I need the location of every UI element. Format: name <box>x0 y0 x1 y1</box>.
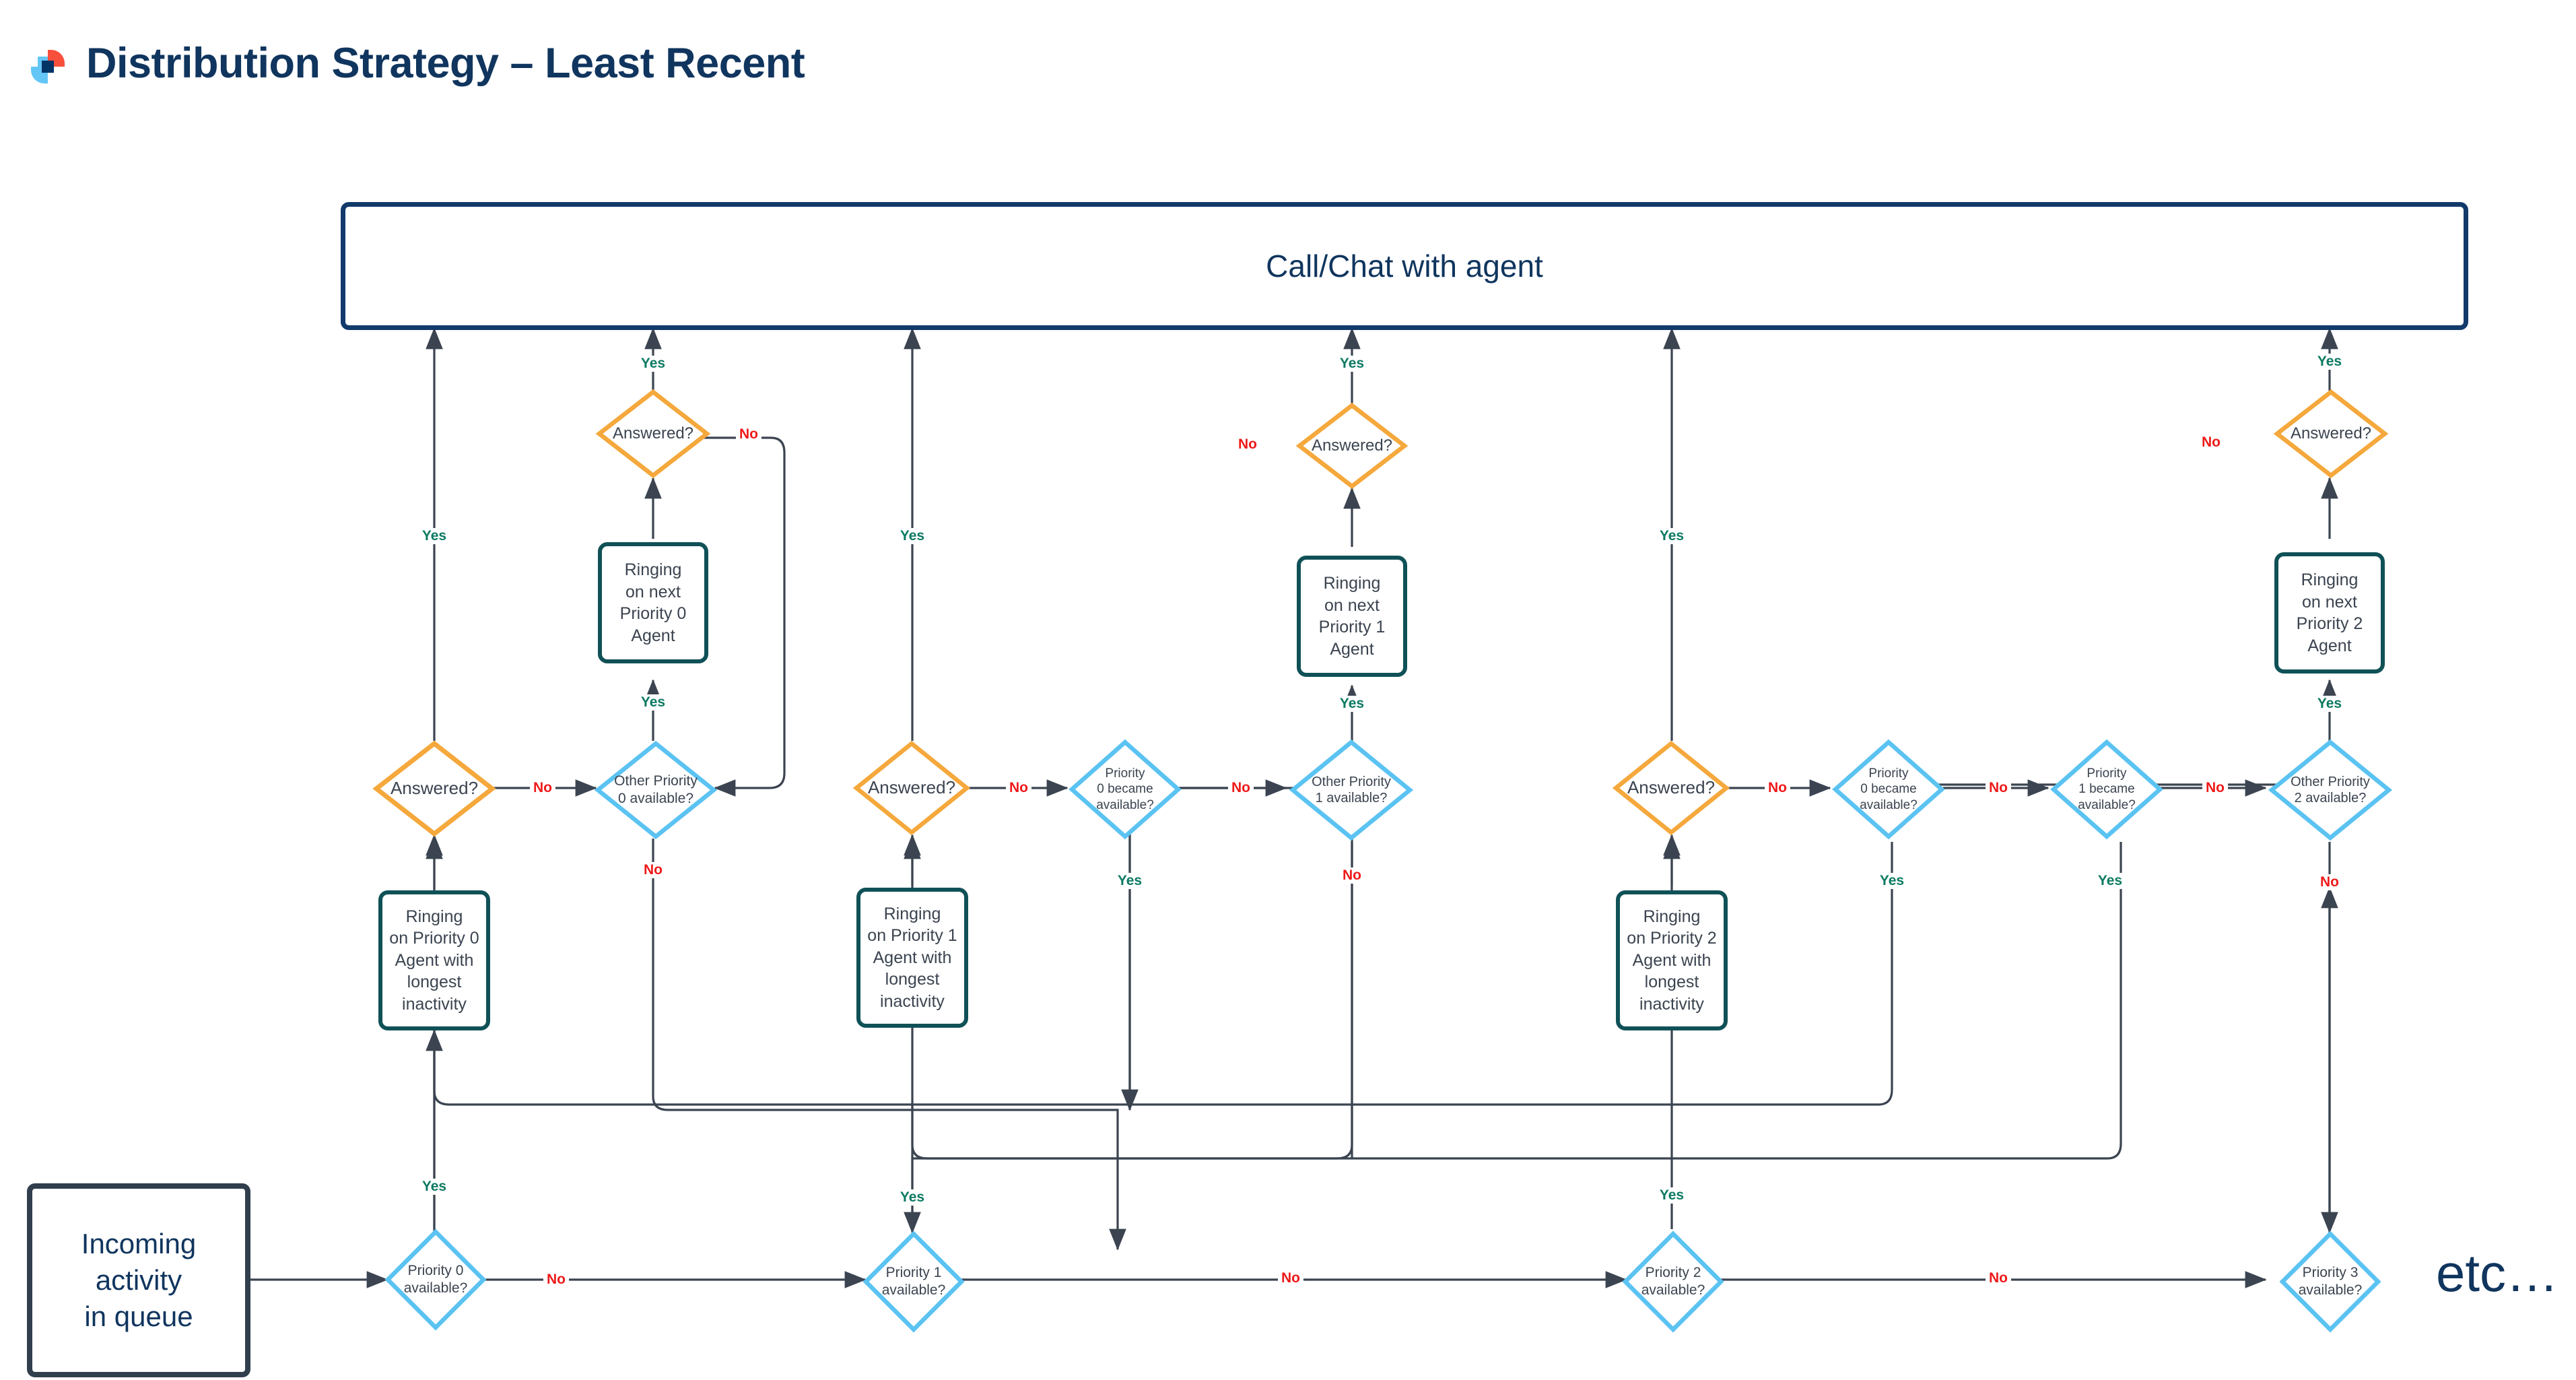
ringing-next-priority-1-box: Ringing on next Priority 1 Agent <box>1297 556 1407 677</box>
priority-3-available-decision: Priority 3 available? <box>2279 1230 2381 1333</box>
priority-3-available-label: Priority 3 available? <box>2298 1265 2363 1298</box>
answered-decision-0a-label: Answered? <box>390 778 479 799</box>
edge-label-answered-2a-no: No <box>1765 780 1790 796</box>
edge-label-p0-available-yes: Yes <box>418 1179 450 1195</box>
ringing-next-priority-1-label: Ringing on next Priority 1 Agent <box>1318 574 1386 659</box>
ringing-priority-1-longest-label: Ringing on Priority 1 Agent with longest… <box>867 904 957 1011</box>
edge-label-p1-available-yes: Yes <box>896 1189 928 1206</box>
incoming-activity-label: Incoming activity in queue <box>81 1228 197 1332</box>
edge-label-answered-2a-yes: Yes <box>1656 528 1688 544</box>
edge-label-p1-became-yes: Yes <box>2094 873 2126 889</box>
answered-decision-2a: Answered? <box>1612 740 1730 836</box>
edge-label-p0-became-b-no: No <box>1986 780 2011 796</box>
ringing-priority-1-longest-box: Ringing on Priority 1 Agent with longest… <box>856 888 968 1028</box>
edge-label-other-priority-2-yes: Yes <box>2313 696 2346 712</box>
priority-1-became-available-label: Priority 1 became available? <box>2078 766 2136 812</box>
other-priority-0-available-decision: Other Priority 0 available? <box>594 740 718 840</box>
priority-2-available-decision: Priority 2 available? <box>1622 1230 1724 1333</box>
ringing-next-priority-2-label: Ringing on next Priority 2 Agent <box>2296 570 2363 655</box>
priority-1-available-label: Priority 1 available? <box>881 1265 946 1298</box>
edge-label-answered-2b-no: No <box>2198 434 2224 451</box>
edge-label-answered-0a-yes: Yes <box>418 528 450 544</box>
edge-label-p0-became-b-yes: Yes <box>1876 873 1908 889</box>
edge-label-other-priority-0-no: No <box>640 862 666 878</box>
edge-label-other-priority-1-yes: Yes <box>1336 696 1368 712</box>
priority-0-became-available-decision-a: Priority 0 became available? <box>1069 739 1182 840</box>
edge-label-answered-1a-yes: Yes <box>896 528 928 544</box>
edge-label-answered-1b-no: No <box>1235 436 1260 453</box>
etc-label: etc… <box>2436 1243 2559 1303</box>
ringing-priority-2-longest-box: Ringing on Priority 2 Agent with longest… <box>1616 890 1728 1030</box>
answered-decision-1b-label: Answered? <box>1311 436 1393 455</box>
answered-decision-0b-label: Answered? <box>612 424 694 443</box>
edge-label-p2-available-yes: Yes <box>1656 1187 1688 1204</box>
priority-0-became-available-decision-b: Priority 0 became available? <box>1832 739 1945 840</box>
edge-label-answered-0b-yes: Yes <box>637 356 669 372</box>
edge-label-other-priority-2-no: No <box>2317 874 2342 890</box>
ringing-next-priority-0-box: Ringing on next Priority 0 Agent <box>598 542 708 663</box>
answered-decision-0a: Answered? <box>372 740 496 837</box>
page-header: Distribution Strategy – Least Recent <box>0 0 2576 121</box>
edge-label-answered-2b-yes: Yes <box>2313 354 2346 370</box>
priority-2-available-label: Priority 2 available? <box>1641 1265 1705 1298</box>
other-priority-2-available-decision: Other Priority 2 available? <box>2268 739 2393 841</box>
other-priority-1-available-label: Other Priority 1 available? <box>1312 774 1391 806</box>
edge-label-other-priority-1-no: No <box>1339 867 1365 884</box>
call-chat-label: Call/Chat with agent <box>1266 249 1543 284</box>
answered-decision-1a-label: Answered? <box>867 777 956 798</box>
call-chat-with-agent-box: Call/Chat with agent <box>341 202 2468 330</box>
ringing-next-priority-0-label: Ringing on next Priority 0 Agent <box>619 560 687 645</box>
answered-decision-1a: Answered? <box>852 740 971 836</box>
priority-0-became-available-b-label: Priority 0 became available? <box>1860 766 1918 812</box>
priority-0-available-label: Priority 0 available? <box>403 1263 468 1296</box>
answered-decision-2a-label: Answered? <box>1627 777 1716 798</box>
edge-label-p0-became-a-no: No <box>1228 780 1254 796</box>
edge-label-answered-0b-no: No <box>736 426 761 442</box>
edge-label-p0-available-no: No <box>543 1272 569 1288</box>
edge-label-other-priority-0-yes: Yes <box>637 694 669 711</box>
edge-label-answered-1b-yes: Yes <box>1336 356 1368 372</box>
other-priority-0-available-label: Other Priority 0 available? <box>614 773 698 806</box>
ringing-priority-2-longest-label: Ringing on Priority 2 Agent with longest… <box>1627 907 1717 1014</box>
edge-label-answered-0a-no: No <box>530 780 555 796</box>
priority-1-became-available-decision: Priority 1 became available? <box>2050 739 2163 840</box>
answered-decision-0b: Answered? <box>595 389 711 479</box>
ringing-priority-0-longest-label: Ringing on Priority 0 Agent with longest… <box>389 907 479 1014</box>
edge-label-answered-1a-no: No <box>1006 780 1031 796</box>
other-priority-1-available-decision: Other Priority 1 available? <box>1289 739 1414 841</box>
edge-label-p1-became-no: No <box>2202 780 2228 796</box>
edge-label-p0-became-a-yes: Yes <box>1114 873 1146 889</box>
edge-label-p1-available-no: No <box>1278 1270 1303 1286</box>
answered-decision-2b: Answered? <box>2273 389 2389 479</box>
answered-decision-1b: Answered? <box>1295 402 1409 490</box>
priority-0-became-available-a-label: Priority 0 became available? <box>1096 766 1154 812</box>
edge-label-p2-available-no: No <box>1986 1270 2011 1286</box>
page-title: Distribution Strategy – Least Recent <box>86 40 805 87</box>
priority-1-available-decision: Priority 1 available? <box>862 1230 965 1333</box>
incoming-activity-box: Incoming activity in queue <box>27 1183 250 1377</box>
priority-0-available-decision: Priority 0 available? <box>384 1228 487 1331</box>
ringing-priority-0-longest-box: Ringing on Priority 0 Agent with longest… <box>378 890 490 1030</box>
ringing-next-priority-2-box: Ringing on next Priority 2 Agent <box>2274 552 2385 673</box>
answered-decision-2b-label: Answered? <box>2290 424 2372 443</box>
other-priority-2-available-label: Other Priority 2 available? <box>2291 774 2370 806</box>
company-logo <box>31 50 65 84</box>
